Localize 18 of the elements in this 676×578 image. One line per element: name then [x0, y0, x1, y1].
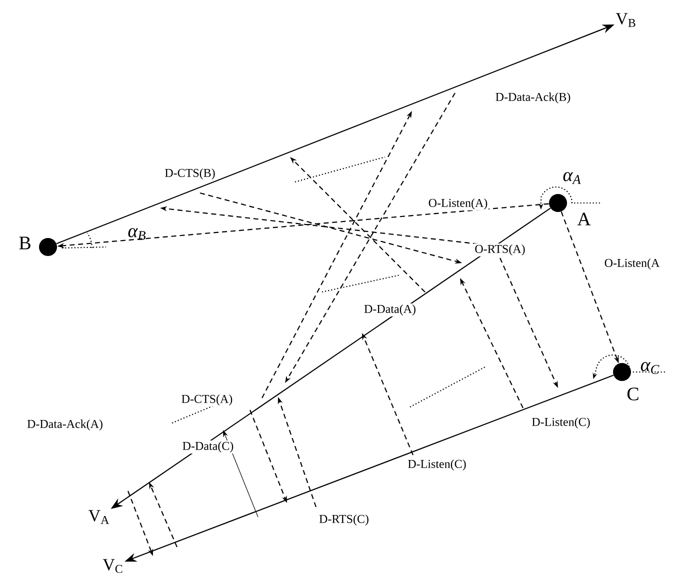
station-label: B — [19, 236, 30, 250]
velocity-label: V$_{C}$ — [102, 559, 122, 573]
message-label: D-Data-Ack(B) — [494, 92, 572, 104]
message-label: D-CTS(B) — [164, 168, 216, 180]
message-label: D-Data(C) — [181, 440, 235, 454]
station-label: A — [577, 212, 591, 226]
edge-label: O-Listen(A — [603, 258, 661, 270]
message-label: D-RTS(C) — [318, 514, 370, 526]
message-label: D-Data-Ack(A) — [26, 418, 104, 432]
station-label: C — [627, 388, 638, 400]
message-label: D-Data(A) — [363, 304, 417, 316]
message-label: D-CTS(A) — [180, 394, 234, 406]
edge-label: O-Listen(A) — [427, 198, 489, 210]
message-label: D-Listen(C) — [406, 458, 468, 472]
message-label: D-Listen(C) — [530, 416, 592, 430]
velocity-label: V$_{A}$ — [88, 510, 110, 524]
velocity-label: V$_{B}$ — [616, 13, 636, 27]
message-label: O-RTS(A) — [474, 244, 526, 256]
